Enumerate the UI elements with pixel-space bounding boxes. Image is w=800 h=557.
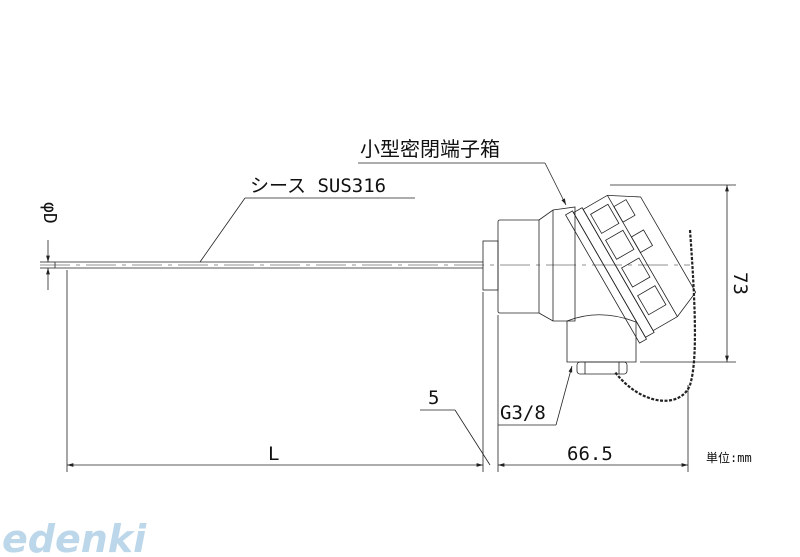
- watermark-logo: edenki: [2, 517, 147, 557]
- chain: [614, 229, 697, 402]
- dim-flange-label: 5: [428, 387, 439, 409]
- dim-head-label: 66.5: [567, 443, 613, 465]
- dim-height-label: 73: [729, 272, 751, 295]
- height-dimension: [610, 184, 736, 363]
- diameter-dimension: [40, 240, 55, 290]
- length-dimensions: [66, 270, 689, 472]
- unit-label: 単位:mm: [706, 450, 752, 465]
- sheath-label: シース SUS316: [250, 175, 386, 197]
- thread-label: G3/8: [500, 402, 546, 424]
- diameter-label: φD: [39, 202, 60, 224]
- terminal-box: [482, 194, 697, 402]
- terminal-box-label: 小型密閉端子箱: [360, 137, 500, 161]
- dim-length-label: L: [268, 443, 279, 465]
